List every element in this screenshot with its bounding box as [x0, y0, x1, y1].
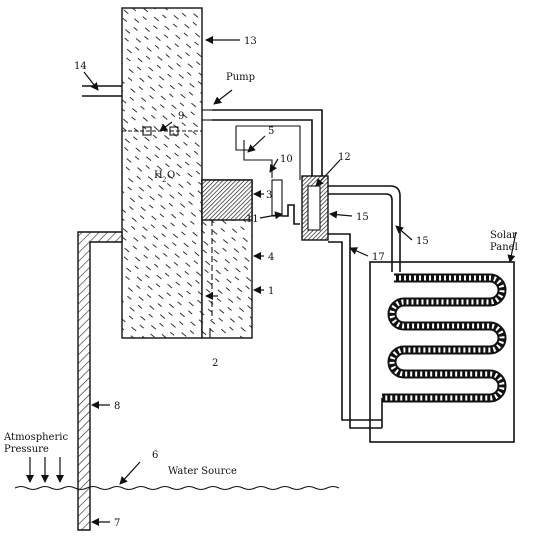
label-15a: 15 [356, 212, 369, 223]
label-3: 3 [266, 190, 272, 201]
label-9: 9 [178, 111, 184, 122]
label-pump: Pump [226, 72, 255, 83]
label-6: 6 [152, 450, 158, 461]
label-7: 7 [114, 518, 120, 529]
collector-pipes [328, 185, 401, 429]
label-13: 13 [244, 36, 257, 47]
tank-chamber [201, 179, 253, 339]
label-solar-1: Solar [490, 230, 517, 241]
label-12: 12 [338, 152, 351, 163]
label-atmos-2: Pressure [4, 444, 49, 455]
label-17: 17 [372, 252, 385, 263]
label-atmos-1: Atmospheric [3, 432, 68, 443]
label-water-source: Water Source [168, 466, 237, 477]
label-1: 1 [268, 286, 274, 297]
label-15b: 15 [416, 236, 429, 247]
water-surface [14, 485, 340, 491]
solar-panel [369, 261, 515, 443]
label-5: 5 [268, 126, 274, 137]
label-h2o-o: O [167, 170, 175, 181]
label-solar-2: Panel [490, 242, 518, 253]
overflow-pipe [82, 85, 122, 97]
heat-exchanger [271, 175, 329, 241]
intake-pipe [77, 231, 123, 531]
label-11: 11 [246, 214, 259, 225]
label-4: 4 [268, 252, 274, 263]
label-2: 2 [212, 358, 218, 369]
atmosphere-arrows [26, 457, 64, 483]
leader-arrows [83, 36, 517, 526]
label-8: 8 [114, 401, 120, 412]
label-14: 14 [74, 61, 87, 72]
water-column [121, 7, 203, 339]
label-h2o-sub: 2 [162, 176, 166, 184]
label-10: 10 [280, 154, 293, 165]
label-h2o-h: H [154, 170, 163, 181]
